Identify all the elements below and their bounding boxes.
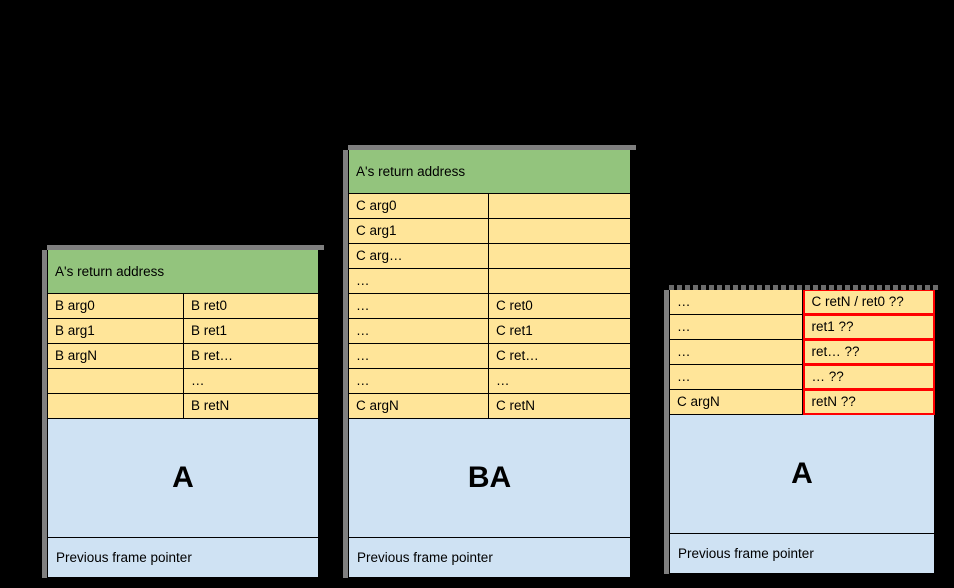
stack-c-ret-cell-highlighted: ret… ?? [802,339,935,365]
stack-c-arg-cell: … [670,340,803,364]
stack-ba-ret-cell: C ret0 [496,298,533,314]
table-row: … ret… ?? [669,339,935,365]
stack-a-frame-body: A [47,419,319,538]
stack-a-ret-cell: … [191,373,205,389]
stack-a-arg-cell [48,369,184,393]
stack-c-frame-body: A [669,415,935,534]
stack-a-ret-cell: B ret… [191,348,234,364]
stack-a-top-shadow [47,245,324,250]
table-row: B retN [47,394,319,419]
stack-ba-ret-cell [489,244,630,268]
stack-c-ret-cell-highlighted: retN ?? [802,389,935,415]
stack-ba-arg-cell: … [349,369,490,393]
stack-c-arg-cell: C argN [670,390,803,414]
stack-a-arg-cell: B arg0 [48,294,184,318]
stack-ba-ret-cell: C ret1 [496,323,533,339]
stack-c-ret-cell-highlighted: … ?? [802,364,935,390]
stack-ba-ret-cell: C ret… [496,348,539,364]
table-row: … [348,269,631,294]
table-row: … … ?? [669,364,935,390]
table-row: … … [348,369,631,394]
table-row: … C retN / ret0 ?? [669,289,935,315]
stack-ba-ret-cell: C retN [496,398,536,414]
stack-ba-ret-cell [489,194,630,218]
stack-ba-previous-frame-pointer: Previous frame pointer [348,538,631,578]
stack-ba-arg-cell: … [349,319,490,343]
stack-a-ret-cell: B retN [191,398,230,414]
stack-ba-arg-cell: C arg1 [349,219,490,243]
stack-a-ret-cell: B ret0 [191,298,228,314]
table-row: C argN retN ?? [669,389,935,415]
stack-ba-arg-cell: … [349,269,490,293]
stack-ba-arg-cell: C arg0 [349,194,490,218]
table-row: B argN B ret… [47,344,319,369]
stack-c-ret-cell-highlighted: C retN / ret0 ?? [802,289,935,315]
stack-a-ret-cell: B ret1 [191,323,228,339]
stack-c-arg-cell: … [670,315,803,339]
stack-ba-arg-cell: … [349,344,490,368]
table-row: B arg0 B ret0 [47,294,319,319]
stack-ba-left-shadow [343,150,348,578]
stack-ba-top-shadow [348,145,636,150]
stack-a-left-shadow [42,250,47,578]
stack-ba-ret-cell [489,219,630,243]
stack-frame-c-overwrite: … C retN / ret0 ?? … ret1 ?? … ret… ?? …… [664,285,940,574]
stack-ba-arg-cell: C argN [349,394,490,418]
stack-c-left-shadow [664,290,669,574]
stack-ba-ret-cell: … [496,373,510,389]
stack-frame-a: A's return address B arg0 B ret0 B arg1 … [42,245,324,578]
stack-c-top-shadow-dashed [669,285,940,290]
stack-a-arg-cell: B argN [48,344,184,368]
stack-ba-arg-cell: C arg… [349,244,490,268]
stack-a-arg-cell [48,394,184,418]
table-row: … ret1 ?? [669,314,935,340]
stack-ba-return-address-row: A's return address [348,150,631,194]
table-row: C argN C retN [348,394,631,419]
table-row: C arg0 [348,194,631,219]
table-row: … [47,369,319,394]
stack-a-return-address-row: A's return address [47,250,319,294]
stack-ba-ret-cell [489,269,630,293]
table-row: … C ret0 [348,294,631,319]
table-row: C arg1 [348,219,631,244]
stack-c-arg-cell: … [670,365,803,389]
stack-c-arg-cell: … [670,290,803,314]
table-row: C arg… [348,244,631,269]
table-row: B arg1 B ret1 [47,319,319,344]
stack-ba-frame-body: BA [348,419,631,538]
stack-ba-return-address-label: A's return address [356,163,466,179]
table-row: … C ret… [348,344,631,369]
stack-frame-ba: A's return address C arg0 C arg1 C arg… … [343,145,636,578]
stack-ba-arg-cell: … [349,294,490,318]
table-row: … C ret1 [348,319,631,344]
stack-a-arg-cell: B arg1 [48,319,184,343]
stack-c-previous-frame-pointer: Previous frame pointer [669,534,935,574]
stack-c-ret-cell-highlighted: ret1 ?? [802,314,935,340]
stack-a-return-address-label: A's return address [55,263,165,279]
stack-a-previous-frame-pointer: Previous frame pointer [47,538,319,578]
